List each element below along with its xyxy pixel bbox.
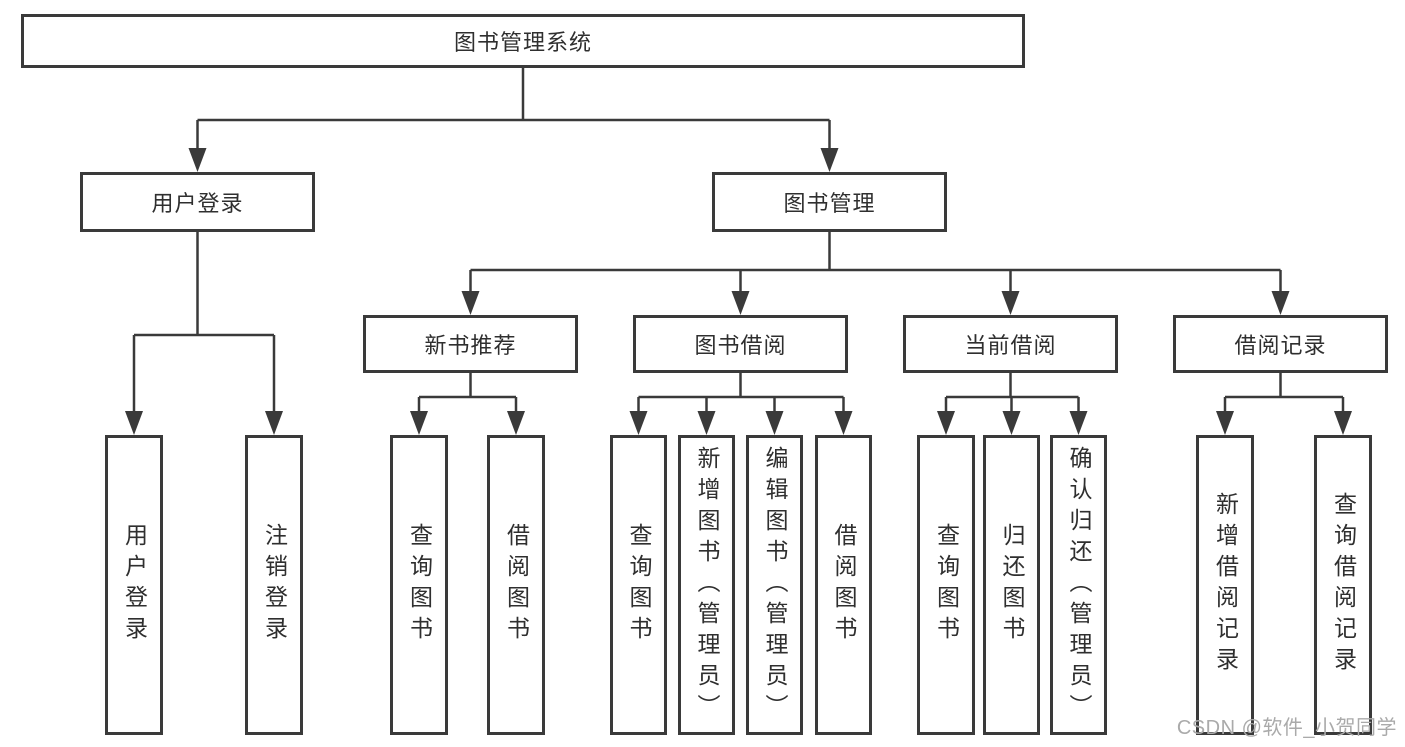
arrow-down-icon — [1069, 411, 1088, 435]
arrow-down-icon — [1334, 411, 1352, 435]
leaf-query-books: 查询图书 — [610, 435, 667, 735]
arrow-down-icon — [1002, 411, 1021, 435]
node-label: 图书管理 — [783, 191, 876, 216]
arrow-down-icon — [629, 411, 648, 435]
arrow-down-icon — [461, 291, 480, 315]
node-system-root: 图书管理系统 — [21, 14, 1025, 68]
node-label: 新书推荐 — [424, 333, 517, 358]
arrow-down-icon — [1271, 291, 1290, 315]
node-current-borrow: 当前借阅 — [903, 315, 1118, 373]
node-label: 查询图书 — [933, 523, 960, 647]
leaf-add-books-admin: 新增图书（管理员） — [678, 435, 735, 735]
node-book-borrow: 图书借阅 — [633, 315, 848, 373]
node-label: 当前借阅 — [964, 333, 1057, 358]
arrow-down-icon — [1001, 291, 1020, 315]
node-label: 借阅图书 — [831, 523, 857, 647]
arrow-down-icon — [1216, 411, 1234, 435]
arrow-down-icon — [265, 411, 283, 435]
arrow-down-icon — [820, 148, 839, 172]
arrow-down-icon — [188, 148, 207, 172]
arrow-down-icon — [834, 411, 853, 435]
node-label: 归还图书 — [999, 523, 1025, 647]
node-label: 借阅记录 — [1234, 333, 1327, 358]
leaf-logout: 注销登录 — [245, 435, 303, 735]
node-user-login: 用户登录 — [80, 172, 315, 232]
arrow-down-icon — [765, 411, 784, 435]
node-borrow-record: 借阅记录 — [1173, 315, 1388, 373]
node-label: 借阅图书 — [503, 523, 530, 647]
leaf-add-borrow-record: 新增借阅记录 — [1196, 435, 1254, 735]
node-label: 用户登录 — [151, 191, 244, 216]
leaf-query-books: 查询图书 — [917, 435, 975, 735]
leaf-user-login: 用户登录 — [105, 435, 163, 735]
leaf-return-books: 归还图书 — [983, 435, 1040, 735]
arrow-down-icon — [731, 291, 750, 315]
node-label: 查询图书 — [406, 523, 433, 647]
node-label: 查询借阅记录 — [1330, 492, 1357, 678]
leaf-borrow-books: 借阅图书 — [487, 435, 545, 735]
node-label: 编辑图书（管理员） — [762, 445, 788, 725]
node-label: 图书管理系统 — [453, 30, 592, 55]
arrow-down-icon — [410, 411, 428, 435]
arrow-down-icon — [125, 411, 143, 435]
csdn-watermark: CSDN @软件_小贺同学 — [1176, 717, 1397, 739]
leaf-query-borrow-record: 查询借阅记录 — [1314, 435, 1372, 735]
node-label: 新增图书（管理员） — [694, 445, 720, 725]
leaf-query-books: 查询图书 — [390, 435, 448, 735]
node-new-book-recommend: 新书推荐 — [363, 315, 578, 373]
leaf-borrow-books: 借阅图书 — [815, 435, 872, 735]
arrow-down-icon — [937, 411, 955, 435]
leaf-edit-books-admin: 编辑图书（管理员） — [746, 435, 803, 735]
leaf-confirm-return-admin: 确认归还（管理员） — [1050, 435, 1107, 735]
node-book-management: 图书管理 — [712, 172, 947, 232]
arrow-down-icon — [507, 411, 525, 435]
arrow-down-icon — [697, 411, 716, 435]
node-label: 用户登录 — [121, 523, 148, 647]
node-label: 图书借阅 — [694, 333, 787, 358]
node-label: 查询图书 — [626, 523, 652, 647]
node-label: 新增借阅记录 — [1212, 492, 1239, 678]
node-label: 确认归还（管理员） — [1066, 445, 1092, 725]
node-label: 注销登录 — [261, 523, 288, 647]
